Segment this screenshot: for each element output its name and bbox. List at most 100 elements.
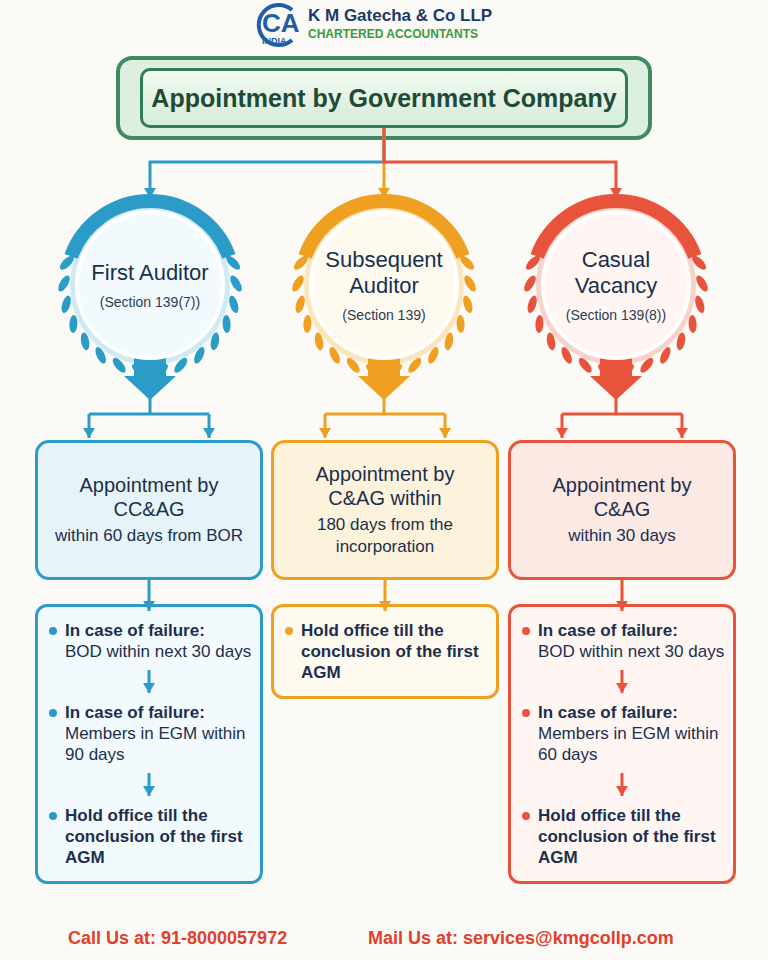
bullet-item: In case of failure:Members in EGM within… (508, 694, 736, 773)
node-heading: Casual Vacancy (557, 247, 675, 299)
title-frame (118, 58, 650, 138)
node-heading: Hold office till the conclusion of the f… (538, 805, 726, 868)
arrow-head (143, 786, 155, 796)
connector (379, 580, 391, 611)
connector-line (150, 128, 384, 198)
laurel-leaf (693, 295, 706, 315)
section-badge: First Auditor (Section 139(7)) (75, 210, 225, 360)
arrow-head (144, 188, 156, 198)
arrow-head (319, 428, 331, 438)
arrow-head (143, 683, 155, 693)
laurel-leaf (406, 356, 424, 375)
title-box: Appointment by Government Company (140, 68, 628, 128)
node-body: within 30 days (523, 525, 721, 547)
node-heading: Subsequent Auditor (325, 247, 443, 299)
laurel-leaf (222, 315, 231, 333)
bullet-dot (49, 709, 57, 717)
arrow-head (676, 428, 688, 438)
arrow-head (610, 188, 622, 198)
arrow-head (556, 428, 568, 438)
arrow-head (616, 601, 628, 611)
arrow-head (616, 683, 628, 693)
logo-mark: CA (262, 8, 300, 39)
connector-line (562, 360, 682, 438)
laurel-leaf (344, 356, 362, 375)
connector-line (325, 360, 445, 438)
arrow-head (143, 601, 155, 611)
arrow-head (439, 428, 451, 438)
laurel-leaf (294, 295, 307, 315)
bullet-dot (522, 812, 530, 820)
connector (144, 128, 384, 198)
section-badge: Casual Vacancy (Section 139(8)) (541, 210, 691, 360)
node-body: (Section 139(7)) (100, 294, 200, 310)
connector (319, 360, 451, 438)
bullet-dot (285, 627, 293, 635)
node-heading: In case of failure: (538, 702, 726, 723)
laurel-leaf (658, 346, 673, 366)
section-badge: Subsequent Auditor (Section 139) (309, 210, 459, 360)
node-heading: First Auditor (91, 260, 208, 286)
node-body: within 60 days from BOR (50, 525, 248, 547)
connector (556, 360, 688, 438)
connector-line (89, 360, 209, 438)
laurel-leaf (192, 346, 207, 366)
connector (616, 773, 628, 796)
arrow-head (379, 601, 391, 611)
node-heading: Appointment by Government Company (151, 84, 616, 113)
laurel-leaf (522, 274, 538, 294)
node-heading: In case of failure: (538, 620, 726, 641)
bullet-dot (522, 627, 530, 635)
laurel-leaf (688, 315, 697, 333)
node-body: Members in EGM within 90 days (65, 723, 253, 765)
bullet-dot (49, 627, 57, 635)
connector (384, 128, 622, 198)
node-heading: Appointment by C&AG (523, 473, 721, 521)
laurel-leaf (60, 295, 73, 315)
appointment-box: Appointment by CC&AGwithin 60 days from … (35, 440, 263, 580)
footer-email: Mail Us at: services@kmgcollp.com (368, 928, 674, 949)
node-body: (Section 139) (342, 307, 425, 323)
bullet-dot (522, 709, 530, 717)
laurel-leaf (535, 315, 544, 333)
laurel-leaf (638, 356, 656, 375)
laurel-leaf (559, 346, 574, 366)
bullet-item: In case of failure:BOD within next 30 da… (35, 612, 263, 670)
laurel-leaf (93, 346, 108, 366)
node-heading: Hold office till the conclusion of the f… (301, 620, 489, 683)
connector (616, 670, 628, 693)
laurel-leaf (426, 346, 441, 366)
laurel-leaf (172, 356, 190, 375)
connector (143, 773, 155, 796)
bullet-item: Hold office till the conclusion of the f… (271, 612, 499, 691)
laurel-leaf (228, 274, 244, 294)
laurel-leaf (290, 274, 306, 294)
laurel-leaf (545, 332, 556, 351)
laurel-leaf (526, 295, 539, 315)
connector (83, 360, 215, 438)
laurel-leaf (462, 274, 478, 294)
arrow-head (616, 786, 628, 796)
node-body: 180 days from the incorporation (286, 514, 484, 558)
laurel-leaf (576, 356, 594, 375)
node-body: (Section 139(8)) (566, 307, 666, 323)
laurel-leaf (79, 332, 90, 351)
node-body: BOD within next 30 days (65, 641, 253, 662)
laurel-leaf (456, 315, 465, 333)
appointment-box: Appointment by C&AG within180 days from … (271, 440, 499, 580)
laurel-leaf (110, 356, 128, 375)
node-heading: Hold office till the conclusion of the f… (65, 805, 253, 868)
arrow-head (83, 428, 95, 438)
laurel-leaf (56, 274, 72, 294)
laurel-leaf (313, 332, 324, 351)
node-heading: In case of failure: (65, 620, 253, 641)
laurel-leaf (694, 274, 710, 294)
laurel-leaf (443, 332, 454, 351)
node-body: Members in EGM within 60 days (538, 723, 726, 765)
node-body: BOD within next 30 days (538, 641, 726, 662)
arrow-head (203, 428, 215, 438)
laurel-leaf (461, 295, 474, 315)
connector-line (384, 128, 616, 198)
node-heading: In case of failure: (65, 702, 253, 723)
